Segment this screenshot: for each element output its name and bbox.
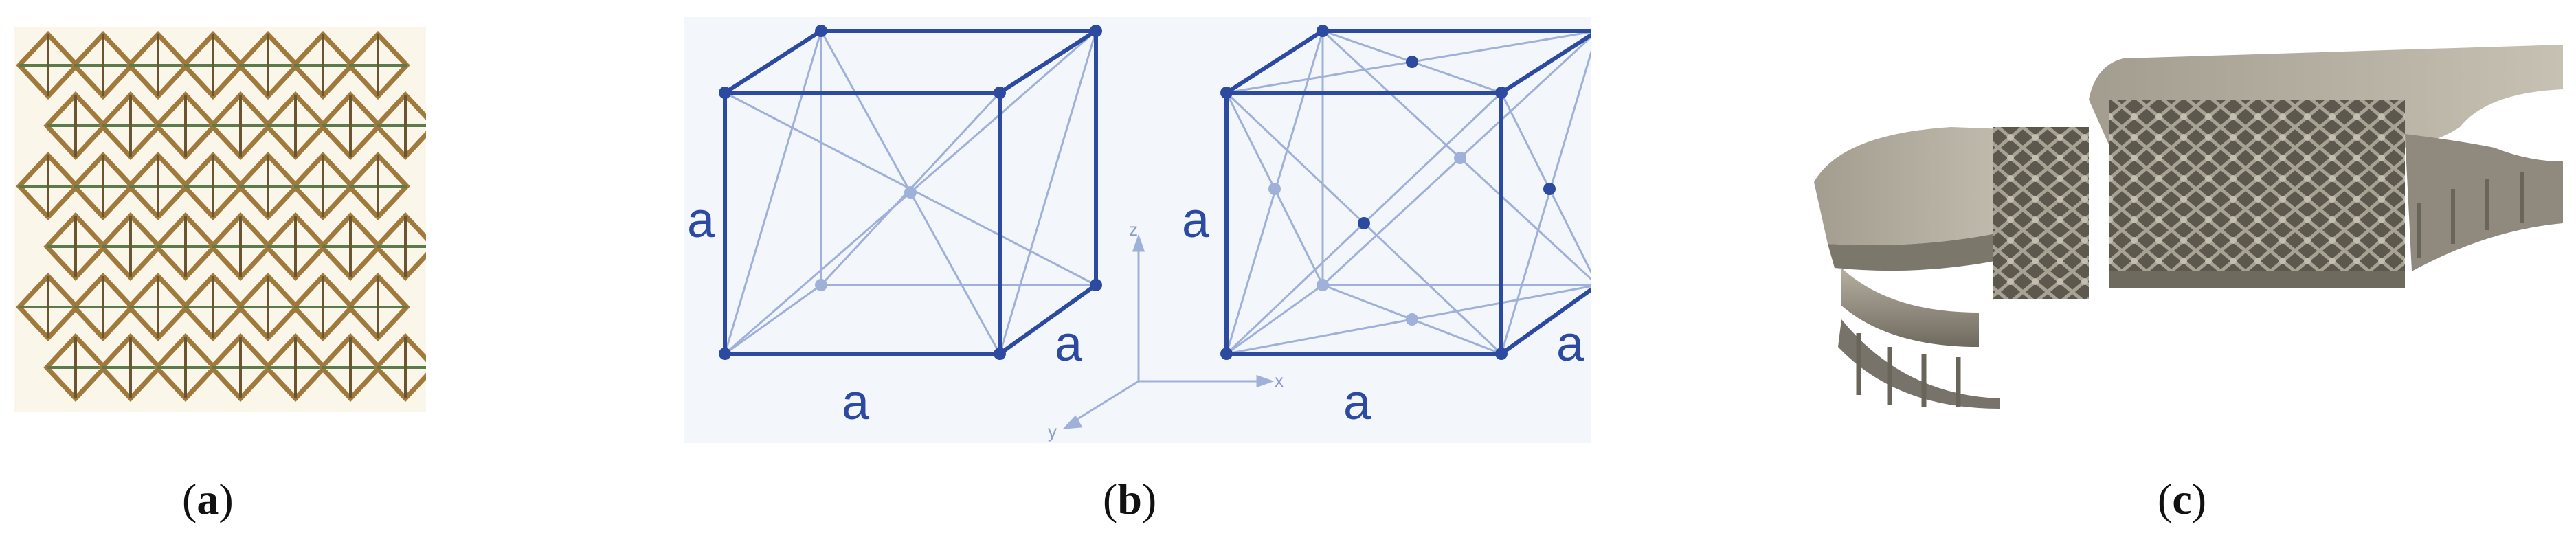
octahedron-cell xyxy=(16,151,80,221)
octahedron-cell xyxy=(98,332,163,403)
octahedron-cell xyxy=(263,91,328,161)
node-hidden xyxy=(1317,279,1329,291)
node-face-back xyxy=(1454,152,1466,164)
octahedron-cell xyxy=(263,332,328,403)
octahedron-cell xyxy=(291,151,355,221)
octahedron-cell xyxy=(208,91,273,161)
axis-y-label: y xyxy=(1048,421,1057,442)
octahedron-cell xyxy=(318,212,383,282)
cube-left-edge-label-width: a xyxy=(842,375,870,430)
part-right-piece xyxy=(2089,45,2563,288)
caption-c: (c) xyxy=(2158,475,2207,523)
node xyxy=(994,348,1006,360)
node xyxy=(1495,348,1508,360)
octahedron-cell xyxy=(153,212,218,282)
cube-right-edge-label-width: a xyxy=(1343,375,1371,430)
octahedron-cell xyxy=(71,30,135,100)
octahedron-cell xyxy=(346,151,410,221)
octahedron-cell xyxy=(16,272,80,342)
octahedron-cell xyxy=(263,212,328,282)
octahedron-cell xyxy=(98,91,163,161)
node-face-front xyxy=(1358,217,1370,229)
octahedron-cell xyxy=(318,91,383,161)
octahedron-cell xyxy=(346,30,410,100)
cube-right-edge-label-height: a xyxy=(1182,193,1210,248)
node xyxy=(1090,279,1102,291)
caption-a: (a) xyxy=(182,475,234,523)
octahedron-cell xyxy=(291,272,355,342)
octahedron-cell xyxy=(291,30,355,100)
unit-cell-diagram: a a a z x y xyxy=(684,17,1604,443)
panel-a-lattice-image xyxy=(14,27,438,412)
cube-right-fcc xyxy=(1220,25,1604,360)
caption-b: (b) xyxy=(1103,475,1157,523)
octahedron-cell xyxy=(181,272,245,342)
node xyxy=(1495,87,1508,99)
octahedron-cell xyxy=(16,30,80,100)
octahedron-cell xyxy=(346,272,410,342)
axis-x-label: x xyxy=(1275,370,1284,391)
octahedron-cell xyxy=(318,332,383,403)
octahedron-cell xyxy=(373,91,438,161)
octahedron-cell xyxy=(126,272,190,342)
octahedron-cell xyxy=(236,30,300,100)
octahedron-cell xyxy=(43,212,108,282)
node-face-left xyxy=(1268,183,1281,195)
panel-c-printed-part-photo xyxy=(1800,24,2570,422)
node-hidden xyxy=(815,279,827,291)
octahedron-cell xyxy=(373,212,438,282)
node-face-top xyxy=(1406,56,1418,68)
octahedron-cell xyxy=(208,332,273,403)
node xyxy=(1220,87,1233,99)
octahedron-cell xyxy=(181,30,245,100)
octahedral-lattice-figure xyxy=(14,27,438,412)
octahedron-cell xyxy=(208,212,273,282)
node-face-right xyxy=(1543,183,1556,195)
octahedron-cell xyxy=(153,91,218,161)
cube-left-bcc xyxy=(719,25,1102,360)
panel-b-unit-cells: a a a z x y xyxy=(684,17,1604,443)
node xyxy=(719,87,731,99)
node xyxy=(719,348,731,360)
part-left-piece xyxy=(1814,127,2089,409)
octahedron-cell xyxy=(153,332,218,403)
octahedron-cell xyxy=(236,151,300,221)
octahedron-cell xyxy=(181,151,245,221)
cube-left-edge-label-height: a xyxy=(687,193,715,248)
octahedron-cell xyxy=(71,272,135,342)
node-face-bottom xyxy=(1406,313,1418,326)
octahedron-cell xyxy=(373,332,438,403)
cube-right-edge-label-depth: a xyxy=(1556,317,1584,372)
node-center xyxy=(904,186,917,199)
octahedron-cell xyxy=(126,30,190,100)
octahedron-cell xyxy=(98,212,163,282)
octahedron-cell xyxy=(126,151,190,221)
node xyxy=(1220,348,1233,360)
cube-left-edge-label-depth: a xyxy=(1055,317,1083,372)
node xyxy=(994,87,1006,99)
octahedron-cell xyxy=(43,91,108,161)
node xyxy=(1317,25,1329,37)
octahedron-cell xyxy=(71,151,135,221)
axis-z-label: z xyxy=(1129,219,1138,240)
octahedron-cell xyxy=(43,332,108,403)
coordinate-axes xyxy=(1062,234,1275,429)
node xyxy=(1090,25,1102,37)
node xyxy=(815,25,827,37)
octahedron-cell xyxy=(236,272,300,342)
printed-lattice-part-figure xyxy=(1814,45,2563,409)
